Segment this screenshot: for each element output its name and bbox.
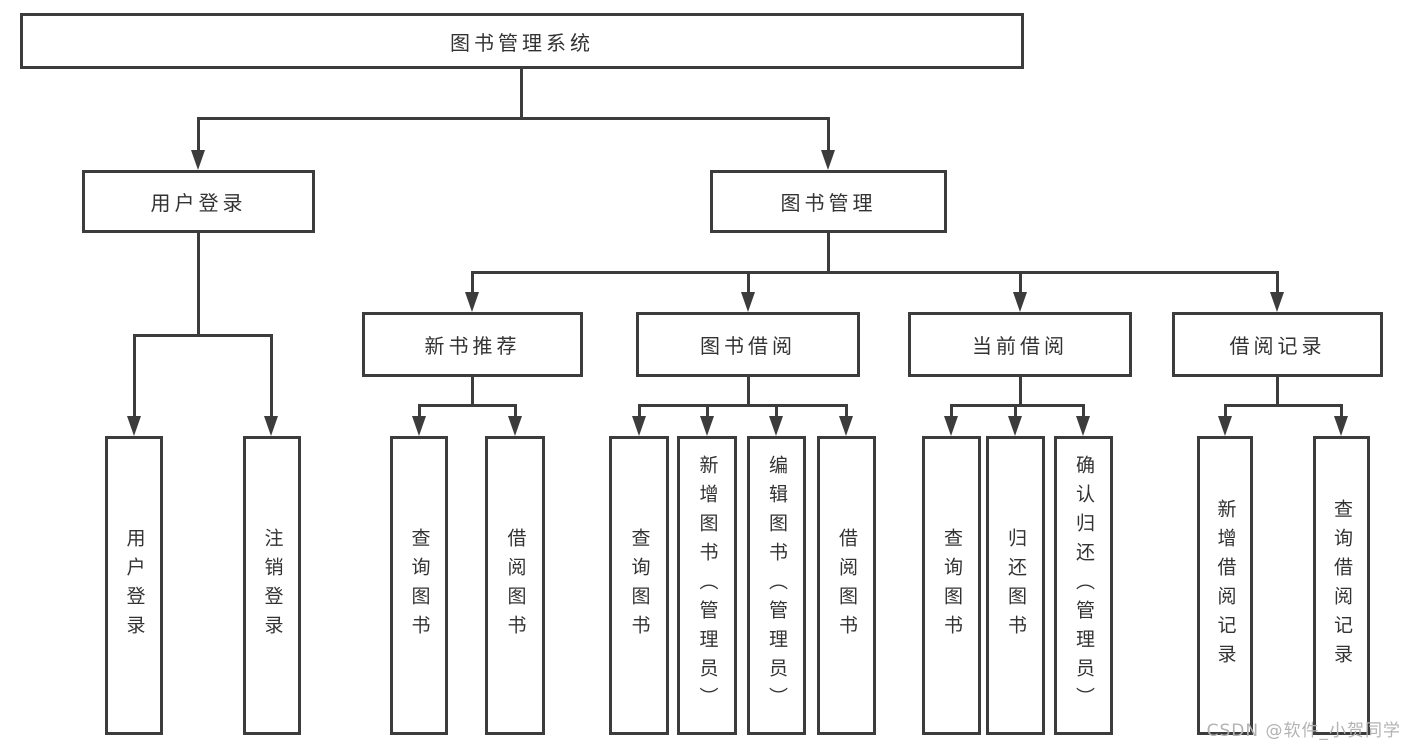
connector-drop: [514, 404, 517, 418]
node-current-borrow: 当前借阅: [908, 312, 1132, 377]
connector-root-stem: [520, 69, 523, 118]
connector-drop-new-book: [471, 271, 474, 294]
connector-borrow-record-bar: [1224, 404, 1343, 407]
arrow-down-icon: [1218, 416, 1232, 436]
connector-drop: [638, 404, 641, 418]
arrow-down-icon: [465, 292, 479, 312]
node-query-books-current: 查询图书: [922, 436, 981, 735]
connector-drop-logout: [270, 334, 273, 418]
connector-drop-book-management: [827, 117, 830, 151]
arrow-down-icon: [769, 416, 783, 436]
connector-drop-user-login: [197, 117, 200, 151]
node-confirm-return-admin: 确认归还（管理员）: [1054, 436, 1113, 735]
node-borrow-books: 借阅图书: [817, 436, 876, 735]
connector-drop: [845, 404, 848, 418]
node-book-borrow: 图书借阅: [636, 312, 860, 377]
arrow-down-icon: [944, 416, 958, 436]
arrow-down-icon: [127, 416, 141, 436]
connector-user-login-bar: [133, 334, 272, 337]
connector-root-bar: [197, 117, 830, 120]
node-add-borrow-record: 新增借阅记录: [1197, 436, 1253, 735]
node-user-login-menu: 用户登录: [82, 170, 315, 233]
connector-drop-borrow-record: [1276, 271, 1279, 294]
connector-book-mgmt-stem: [827, 233, 830, 274]
arrow-down-icon: [1076, 416, 1090, 436]
connector-current-borrow-bar: [950, 404, 1085, 407]
node-new-book-recommend: 新书推荐: [362, 312, 583, 377]
node-edit-book-admin: 编辑图书（管理员）: [747, 436, 806, 735]
connector-current-borrow-stem: [1019, 377, 1022, 407]
node-query-books-borrow: 查询图书: [609, 436, 669, 735]
node-system: 图书管理系统: [20, 13, 1024, 69]
connector-drop: [950, 404, 953, 418]
node-borrow-books-recommend: 借阅图书: [485, 436, 545, 735]
node-user-login: 用户登录: [105, 436, 163, 735]
connector-user-login-stem: [197, 233, 200, 335]
arrow-down-icon: [839, 416, 853, 436]
arrow-down-icon: [632, 416, 646, 436]
connector-book-borrow-stem: [747, 377, 750, 407]
connector-drop: [1082, 404, 1085, 418]
connector-drop-login: [133, 334, 136, 418]
node-query-borrow-record: 查询借阅记录: [1313, 436, 1370, 735]
node-return-book: 归还图书: [986, 436, 1045, 735]
arrow-down-icon: [1334, 416, 1348, 436]
node-book-management: 图书管理: [710, 170, 947, 233]
arrow-down-icon: [1008, 416, 1022, 436]
connector-drop: [1014, 404, 1017, 418]
node-logout: 注销登录: [243, 436, 301, 735]
arrow-down-icon: [191, 150, 205, 170]
arrow-down-icon: [821, 150, 835, 170]
arrow-down-icon: [700, 416, 714, 436]
connector-book-borrow-bar: [638, 404, 848, 407]
connector-drop: [775, 404, 778, 418]
arrow-down-icon: [1013, 292, 1027, 312]
connector-drop: [706, 404, 709, 418]
connector-borrow-record-stem: [1276, 377, 1279, 407]
arrow-down-icon: [508, 416, 522, 436]
connector-book-mgmt-bar: [471, 271, 1278, 274]
connector-drop-book-borrow: [747, 271, 750, 294]
node-borrow-record: 借阅记录: [1172, 312, 1383, 377]
connector-new-book-stem: [471, 377, 474, 407]
arrow-down-icon: [741, 292, 755, 312]
csdn-watermark: CSDN @软件_小贺同学: [1206, 721, 1401, 741]
connector-drop: [1340, 404, 1343, 418]
connector-drop-current-borrow: [1019, 271, 1022, 294]
arrow-down-icon: [412, 416, 426, 436]
node-add-book-admin: 新增图书（管理员）: [677, 436, 737, 735]
node-query-books-recommend: 查询图书: [390, 436, 448, 735]
connector-drop: [1224, 404, 1227, 418]
arrow-down-icon: [264, 416, 278, 436]
arrow-down-icon: [1270, 292, 1284, 312]
connector-new-book-bar: [418, 404, 517, 407]
connector-drop: [418, 404, 421, 418]
